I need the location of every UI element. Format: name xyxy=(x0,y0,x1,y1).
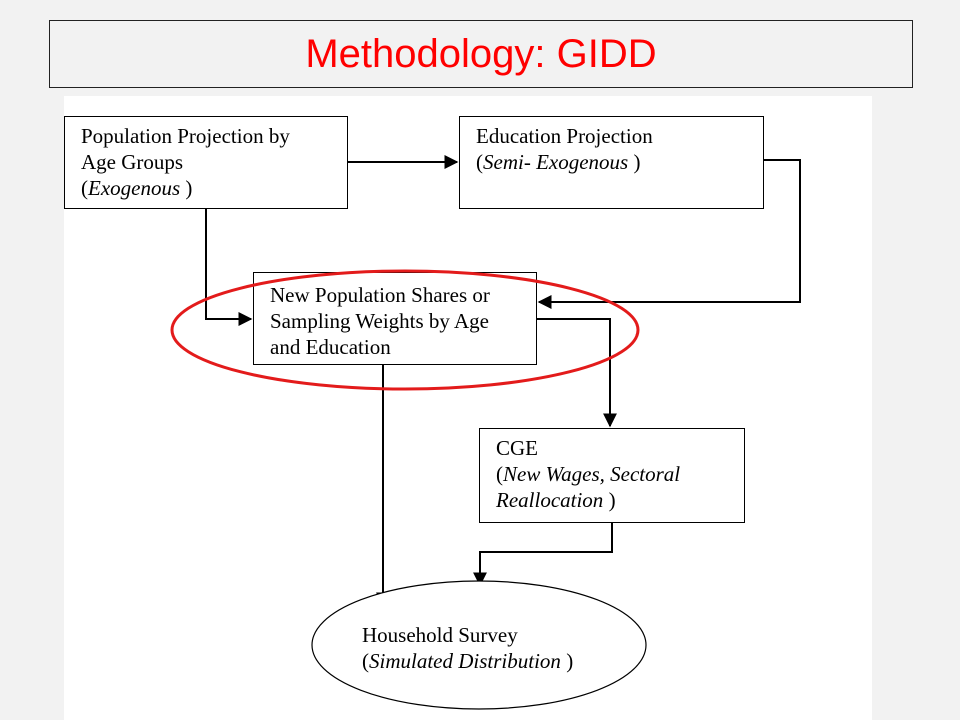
cge-note1: (New Wages, Sectoral xyxy=(496,462,681,486)
education-note: (Semi- Exogenous ) xyxy=(476,150,641,174)
title-box: Methodology: GIDD xyxy=(49,20,913,88)
population-line2: Age Groups xyxy=(81,150,184,174)
page-title: Methodology: GIDD xyxy=(305,31,657,76)
education-line1: Education Projection xyxy=(476,124,653,148)
cge-line1: CGE xyxy=(496,436,538,460)
survey-note: (Simulated Distribution ) xyxy=(362,649,574,673)
population-projection-box: Population Projection by Age Groups (Exo… xyxy=(64,116,348,209)
shares-line3: and Education xyxy=(270,335,391,359)
education-projection-box: Education Projection (Semi- Exogenous ) xyxy=(459,116,764,209)
population-line1: Population Projection by xyxy=(81,124,290,148)
shares-line1: New Population Shares or xyxy=(270,283,490,307)
household-survey-label: Household Survey (Simulated Distribution… xyxy=(362,622,573,674)
population-note: (Exogenous ) xyxy=(81,176,193,200)
shares-line2: Sampling Weights by Age xyxy=(270,309,490,333)
survey-line1: Household Survey xyxy=(362,623,518,647)
cge-note2: Reallocation ) xyxy=(496,488,616,512)
cge-box: CGE (New Wages, Sectoral Reallocation ) xyxy=(479,428,745,523)
new-population-shares-box: New Population Shares or Sampling Weight… xyxy=(253,272,537,365)
